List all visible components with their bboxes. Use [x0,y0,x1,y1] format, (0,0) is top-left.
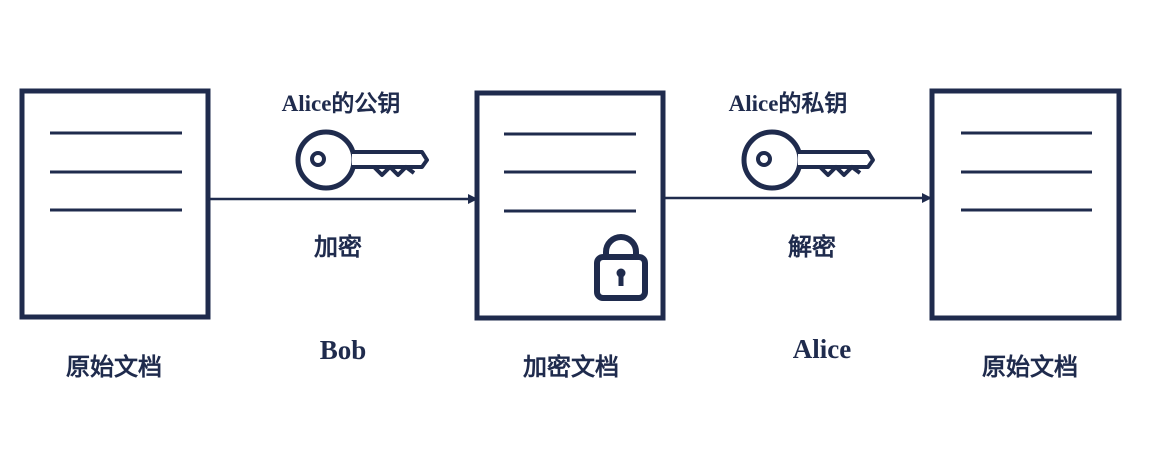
original-document-right-label: 原始文档 [982,353,1078,381]
encrypted-document-label: 加密文档 [523,353,619,381]
bob-label: Bob [320,335,367,365]
original-document-left-label: 原始文档 [66,353,162,381]
lock-icon [594,234,648,301]
decrypt-label: 解密 [788,233,836,261]
original-document-right [929,88,1122,321]
public-key-icon [295,129,429,191]
private-key-label: Alice的私钥 [729,90,848,116]
private-key-icon [741,129,875,191]
alice-label: Alice [793,334,851,364]
encrypt-label: 加密 [314,233,362,261]
encrypted-document [474,90,666,321]
original-document-left [19,88,211,320]
public-key-label: Alice的公钥 [282,90,401,116]
